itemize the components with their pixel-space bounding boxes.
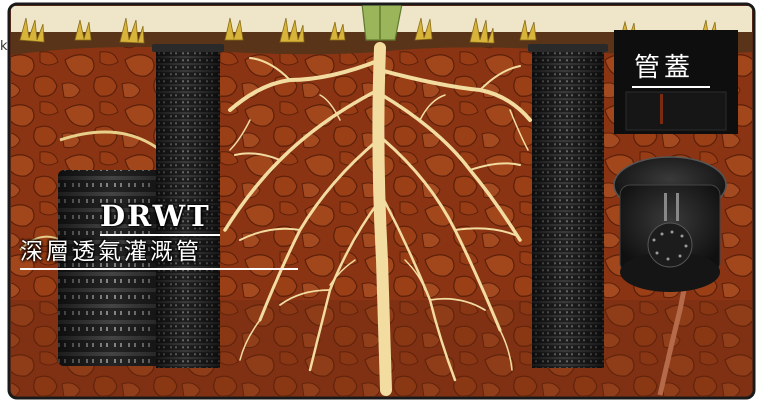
corner-mark: k: [0, 40, 8, 53]
product-subtitle: 深層透氣灌溉管: [20, 241, 202, 264]
product-title: DRWT: [100, 202, 211, 231]
right-pipe: [528, 44, 608, 368]
pipe-cap: [614, 157, 726, 292]
subtitle-underline: [20, 268, 298, 270]
title-underline: [100, 234, 220, 236]
cap-label: 管蓋: [634, 55, 694, 81]
cap-label-underline: [632, 86, 710, 88]
